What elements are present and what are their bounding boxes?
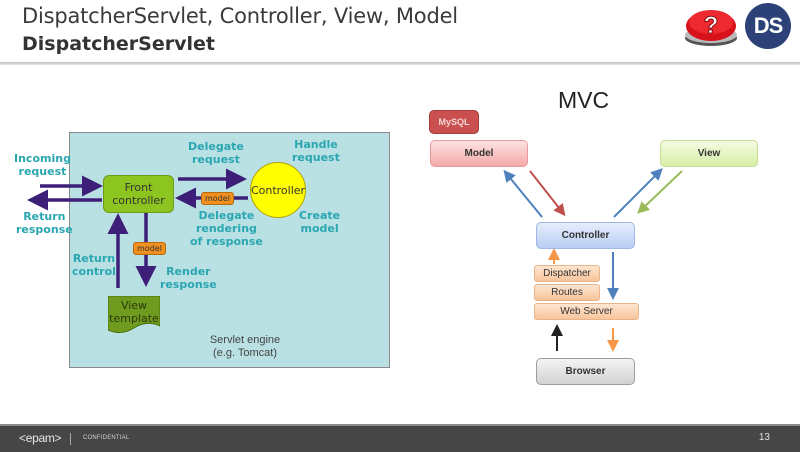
mvc-arrows [503, 168, 683, 352]
view-to-controller-arrow [637, 170, 683, 214]
view-template-shape: View template [108, 296, 160, 334]
controller-box: Controller [536, 222, 635, 249]
ds-logo: DS [745, 3, 791, 49]
mvc-title: MVC [558, 87, 610, 113]
page-number: 13 [758, 432, 770, 443]
render-response-label: Render response [160, 265, 217, 291]
web-server-box: Web Server [534, 303, 639, 320]
question-mark-button-icon[interactable]: ? [682, 4, 740, 48]
servlet-engine-label: Servlet engine (e.g. Tomcat) [209, 334, 281, 359]
browser-box: Browser [536, 358, 635, 385]
routes-box: Routes [534, 284, 600, 301]
slide-subtitle: DispatcherServlet [22, 33, 215, 55]
create-model-label: Create model [299, 209, 341, 235]
controller-to-view-arrow [613, 168, 663, 218]
front-controller-diagram: Incoming request Return response Front c… [0, 120, 410, 380]
return-response-label: Return response [16, 210, 73, 236]
svg-text:?: ? [704, 12, 719, 39]
incoming-request-label: Incoming request [14, 152, 71, 178]
confidential-label: CONFIDENTIAL [83, 435, 130, 441]
footer-bar: <epam> CONFIDENTIAL 13 [0, 424, 800, 452]
mysql-box: MySQL [429, 110, 479, 134]
controller-to-model-arrow [503, 169, 543, 218]
mvc-diagram: MVC MySQL Model View Controller Dispatch… [420, 85, 790, 395]
footer-separator [70, 433, 71, 445]
model-to-controller-arrow [529, 170, 566, 217]
delegate-request-label: Delegate request [188, 140, 244, 166]
header-divider [0, 62, 800, 65]
model-tag: model [201, 192, 234, 205]
model-tag: model [133, 242, 166, 255]
controller-circle: Controller [250, 162, 306, 218]
dispatcher-box: Dispatcher [534, 265, 600, 282]
slide-title: DispatcherServlet, Controller, View, Mod… [22, 4, 458, 28]
return-control-label: Return control [72, 252, 116, 278]
model-box: Model [430, 140, 528, 167]
handle-request-label: Handle request [292, 138, 340, 164]
delegate-rendering-label: Delegate rendering of response [190, 209, 263, 248]
front-controller-box: Front controller [103, 175, 174, 213]
view-box: View [660, 140, 758, 167]
epam-logo: <epam> [19, 431, 62, 445]
